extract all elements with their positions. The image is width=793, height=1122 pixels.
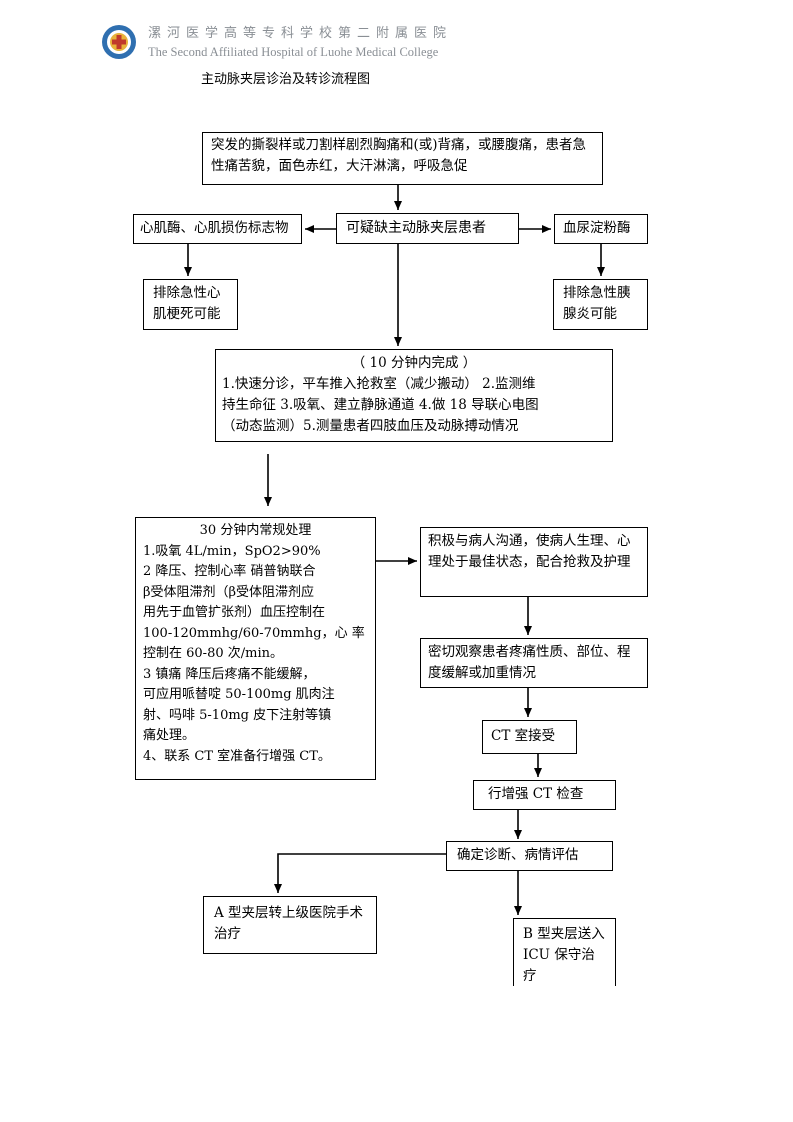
thirty-minute-box: 30 分钟内常规处理 1.吸氧 4L/min，SpO2>90% 2 降压、控制心…: [135, 517, 376, 780]
thirty-minute-line-9: 射、吗啡 5-10mg 皮下注射等镇: [143, 707, 332, 723]
type-a-text: A 型夹层转上级医院手术治疗: [214, 905, 364, 942]
cardiac-enzyme-text: 心肌酶、心肌损伤标志物: [140, 220, 289, 236]
type-b-text: B 型夹层送入 ICU 保守治疗: [523, 926, 605, 984]
thirty-minute-line-5: 100-120mmhg/60-70mmhg，心 率: [143, 625, 365, 641]
suspected-patient-box: 可疑缺主动脉夹层患者: [336, 213, 519, 244]
observe-pain-text: 密切观察患者疼痛性质、部位、程度缓解或加重情况: [428, 644, 631, 681]
observe-pain-box: 密切观察患者疼痛性质、部位、程度缓解或加重情况: [420, 638, 648, 688]
cardiac-enzyme-box: 心肌酶、心肌损伤标志物: [133, 214, 302, 244]
type-a-box: A 型夹层转上级医院手术治疗: [203, 896, 377, 954]
amylase-box: 血尿淀粉酶: [554, 214, 648, 244]
thirty-minute-line-2: 2 降压、控制心率 硝普钠联合: [143, 564, 316, 579]
diagnose-text: 确定诊断、病情评估: [457, 847, 579, 863]
document-title: 主动脉夹层诊治及转诊流程图: [201, 72, 371, 87]
suspected-patient-text: 可疑缺主动脉夹层患者: [346, 220, 486, 236]
rule-out-pancreatitis-text: 排除急性胰腺炎可能: [563, 285, 631, 322]
hospital-name-cn: 漯河医学高等专科学校第二附属医院: [148, 26, 453, 41]
ten-minute-line-2: 持生命征 3.吸氧、建立静脉通道 4.做 18 导联心电图: [222, 397, 539, 413]
thirty-minute-line-4: 用先于血管扩张剂）血压控制在: [143, 605, 326, 620]
hospital-logo: [102, 25, 136, 59]
ten-minute-line-3: （动态监测）5.测量患者四肢血压及动脉搏动情况: [222, 418, 519, 434]
ct-receive-box: CT 室接受: [482, 720, 577, 754]
thirty-minute-line-7: 3 镇痛 降压后疼痛不能缓解，: [143, 666, 316, 682]
thirty-minute-heading: 30 分钟内常规处理: [199, 523, 312, 538]
rule-out-mi-box: 排除急性心肌梗死可能: [143, 279, 238, 330]
symptoms-text: 突发的撕裂样或刀割样剧烈胸痛和(或)背痛，或腰腹痛，患者急性痛苦貌，面色赤红，大…: [211, 137, 587, 174]
ten-minute-line-1: 1.快速分诊，平车推入抢救室（减少搬动） 2.监测维: [222, 376, 536, 392]
diagnose-box: 确定诊断、病情评估: [446, 841, 613, 871]
rule-out-mi-text: 排除急性心肌梗死可能: [153, 285, 221, 322]
rule-out-pancreatitis-box: 排除急性胰腺炎可能: [553, 279, 648, 330]
thirty-minute-line-6: 控制在 60-80 次/min。: [143, 646, 283, 661]
amylase-text: 血尿淀粉酶: [563, 220, 631, 236]
communicate-text: 积极与病人沟通，使病人生理、心理处于最佳状态，配合抢救及护理: [428, 533, 631, 570]
thirty-minute-line-8: 可应用哌替啶 50-100mg 肌肉注: [143, 687, 335, 702]
arrow-diagnose-to-type-a: [274, 853, 446, 893]
ten-minute-heading: （ 10 分钟内完成 ）: [351, 355, 477, 371]
symptoms-box: 突发的撕裂样或刀割样剧烈胸痛和(或)背痛，或腰腹痛，患者急性痛苦貌，面色赤红，大…: [202, 132, 603, 185]
thirty-minute-line-1: 1.吸氧 4L/min，SpO2>90%: [143, 543, 321, 559]
ct-receive-text: CT 室接受: [491, 728, 556, 744]
ten-minute-box: （ 10 分钟内完成 ） 1.快速分诊，平车推入抢救室（减少搬动） 2.监测维 …: [215, 349, 613, 442]
hospital-name-en: The Second Affiliated Hospital of Luohe …: [148, 45, 439, 59]
ct-exam-box: 行增强 CT 检查: [473, 780, 616, 810]
communicate-box: 积极与病人沟通，使病人生理、心理处于最佳状态，配合抢救及护理: [420, 527, 648, 597]
type-b-box: B 型夹层送入 ICU 保守治疗: [513, 918, 616, 986]
thirty-minute-line-3: β受体阻滞剂（β受体阻滞剂应: [143, 584, 315, 600]
thirty-minute-line-11: 4、联系 CT 室准备行增强 CT。: [143, 748, 331, 764]
ct-exam-text: 行增强 CT 检查: [488, 786, 584, 802]
thirty-minute-line-10: 痛处理。: [143, 728, 196, 743]
